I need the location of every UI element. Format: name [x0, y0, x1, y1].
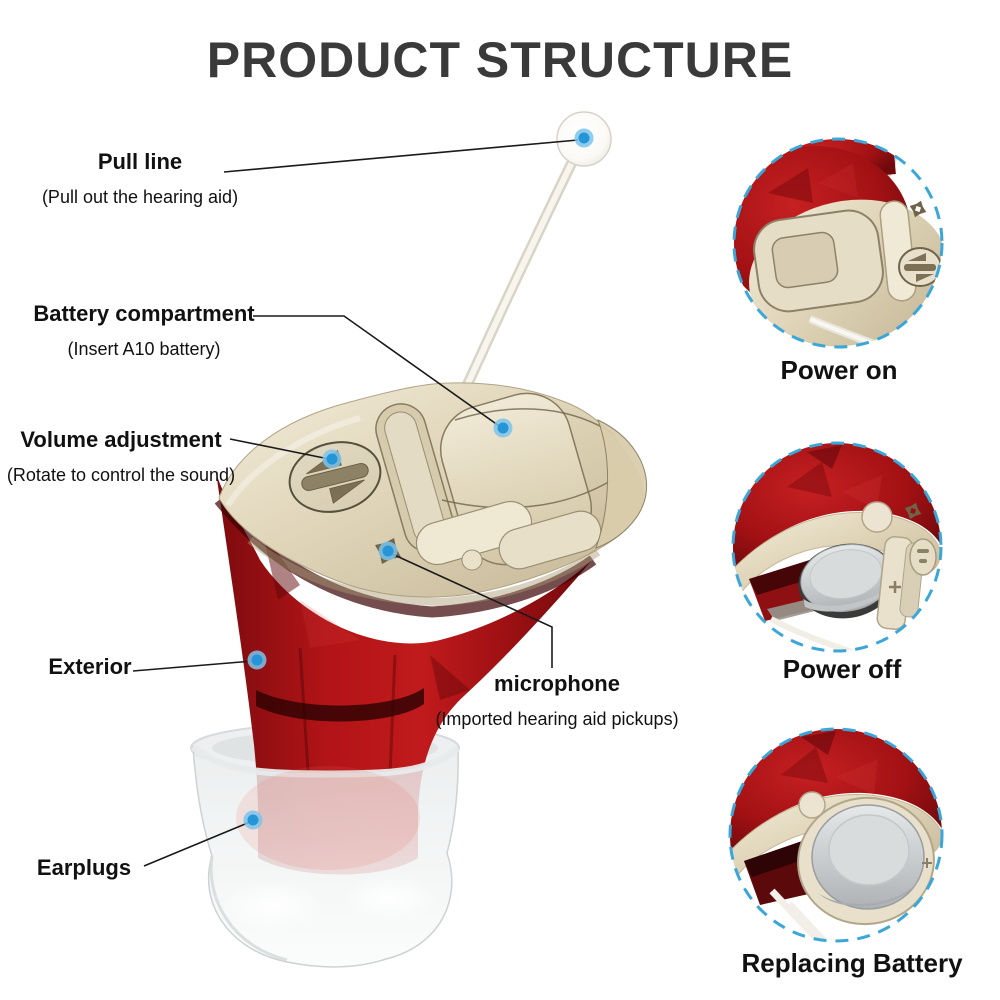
inset-dashed-circle [728, 727, 944, 943]
inset-power-off [731, 441, 943, 653]
inset-dashed-circle [731, 441, 943, 653]
microphone-screw-icon [904, 502, 922, 520]
inset-replacing-battery [728, 727, 944, 943]
callout-line-volume [229, 438, 330, 460]
callout-dot-icon [322, 449, 342, 469]
callout-lines [132, 139, 579, 867]
inset-dashed-circle [732, 137, 944, 349]
earplug-cup [190, 744, 461, 968]
callout-volume-adjustment: Volume adjustment (Rotate to control the… [7, 428, 235, 485]
callout-dot-icon [574, 128, 594, 148]
callout-battery-compartment-label: Battery compartment [33, 301, 255, 326]
callout-line-earplugs [143, 821, 251, 867]
page-title: PRODUCT STRUCTURE [206, 32, 794, 88]
callout-dot-icon [493, 418, 513, 438]
callout-line-exterior [132, 660, 254, 672]
callout-pull-line-note: (Pull out the hearing aid) [41, 187, 239, 208]
callout-dots [243, 128, 594, 830]
callout-exterior-label: Exterior [48, 654, 132, 679]
callout-volume-adjustment-label: Volume adjustment [20, 427, 222, 452]
inset-power-off-label: Power off [782, 654, 902, 684]
microphone-screw-icon [909, 200, 927, 218]
callout-dot-icon [243, 810, 263, 830]
callout-dot-icon [247, 650, 267, 670]
callout-pull-line: Pull line (Pull out the hearing aid) [42, 150, 238, 207]
callout-microphone-note: (Imported hearing aid pickups) [435, 709, 679, 730]
callout-battery-compartment: Battery compartment (Insert A10 battery) [33, 302, 254, 359]
callout-volume-adjustment-note: (Rotate to control the sound) [6, 465, 236, 486]
callout-dot-icon [378, 541, 398, 561]
callout-microphone: microphone (Imported hearing aid pickups… [435, 672, 678, 729]
pull-line [449, 111, 612, 415]
callout-line-microphone [389, 552, 553, 668]
callout-pull-line-label: Pull line [97, 149, 183, 174]
callout-earplugs: Earplugs [37, 856, 131, 879]
red-body-dark-band [256, 688, 424, 722]
inset-replacing-battery-label: Replacing Battery [741, 948, 963, 978]
inset-power-on [732, 137, 944, 349]
callout-line-battery [253, 315, 503, 429]
inset-power-on-label: Power on [780, 355, 898, 385]
hearing-aid-device [190, 111, 648, 968]
callout-earplugs-label: Earplugs [36, 855, 132, 880]
callout-battery-compartment-note: (Insert A10 battery) [67, 339, 221, 360]
callout-microphone-label: microphone [494, 671, 620, 696]
battery-compartment-door [375, 392, 648, 571]
callout-exterior: Exterior [48, 655, 131, 678]
callout-line-pull-line [223, 139, 579, 173]
